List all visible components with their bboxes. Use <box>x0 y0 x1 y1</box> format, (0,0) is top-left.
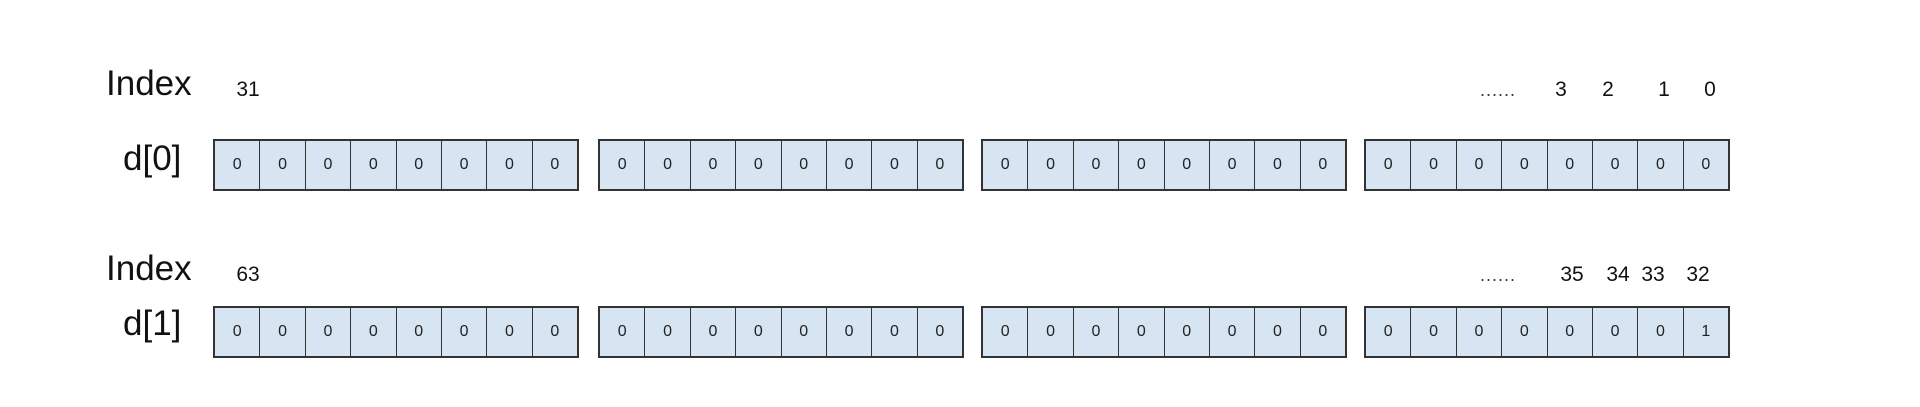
bit-cell: 0 <box>1028 308 1074 356</box>
bit-cell: 0 <box>1165 141 1210 189</box>
index-number-low: 0 <box>1704 78 1716 101</box>
bit-cell: 0 <box>215 308 261 356</box>
bit-cell: 0 <box>935 323 945 340</box>
index-label: Index <box>106 64 192 103</box>
bit-cell: 0 <box>935 156 945 173</box>
bit-cell: 0 <box>1502 308 1548 356</box>
bit-cell: 0 <box>1210 308 1256 356</box>
bit-cell: 0 <box>1701 156 1711 173</box>
index-number-low: 34 <box>1606 263 1630 286</box>
bit-cell: 0 <box>1411 141 1457 189</box>
bit-cell: 0 <box>1411 308 1457 356</box>
bit-cell: 0 <box>872 141 918 189</box>
bit-cell: 0 <box>306 308 352 356</box>
bit-cell: 0 <box>550 323 560 340</box>
bit-cell: 0 <box>550 156 560 173</box>
bit-cell: 0 <box>442 141 488 189</box>
bit-cell: 0 <box>1255 308 1301 356</box>
index-number-high: 63 <box>236 263 260 286</box>
bit-cell: 0 <box>1366 141 1412 189</box>
bit-cell: 0 <box>1210 141 1256 189</box>
bit-cell: 0 <box>872 308 918 356</box>
register-label: d[0] <box>123 139 182 178</box>
bit-cell: 0 <box>983 141 1029 189</box>
bit-cell: 0 <box>736 308 782 356</box>
bit-cell: 1 <box>1701 323 1711 340</box>
bit-cell: 0 <box>487 308 533 356</box>
bit-cell: 0 <box>351 308 397 356</box>
bit-cell: 0 <box>1593 141 1639 189</box>
bit-cell: 0 <box>1548 308 1593 356</box>
bit-cell: 0 <box>1074 308 1120 356</box>
bit-cell: 0 <box>1119 308 1165 356</box>
bit-cell: 0 <box>645 141 691 189</box>
bit-cell: 0 <box>260 308 306 356</box>
bit-cell: 0 <box>1366 308 1412 356</box>
index-number-low: 35 <box>1560 263 1584 286</box>
bit-cell: 0 <box>983 308 1029 356</box>
bit-cell: 0 <box>397 308 442 356</box>
bit-cell: 0 <box>782 308 827 356</box>
bit-cell: 0 <box>1318 323 1328 340</box>
bit-cell: 0 <box>397 141 442 189</box>
bit-cell: 0 <box>1638 308 1684 356</box>
bit-cell: 0 <box>645 308 691 356</box>
index-number-low: 3 <box>1555 78 1567 101</box>
bit-cell: 0 <box>1074 141 1120 189</box>
bit-cell: 0 <box>600 141 646 189</box>
bit-cell: 0 <box>1548 141 1593 189</box>
bit-cell: 0 <box>306 141 352 189</box>
bit-cell: 0 <box>1457 308 1503 356</box>
bit-cell: 0 <box>442 308 488 356</box>
bit-cell: 0 <box>487 141 533 189</box>
bit-cell: 0 <box>1502 141 1548 189</box>
index-ellipsis: ...... <box>1480 80 1517 100</box>
index-number-low: 33 <box>1641 263 1665 286</box>
bit-cell: 0 <box>1638 141 1684 189</box>
bit-cell: 0 <box>351 141 397 189</box>
bit-cell: 0 <box>260 141 306 189</box>
bit-cell: 0 <box>691 308 737 356</box>
bit-cell: 0 <box>600 308 646 356</box>
index-number-high: 31 <box>236 78 260 101</box>
bit-cell: 0 <box>827 308 873 356</box>
bit-cell: 0 <box>1255 141 1301 189</box>
bit-cell: 0 <box>215 141 261 189</box>
bit-cell: 0 <box>782 141 827 189</box>
bit-cell: 0 <box>1165 308 1210 356</box>
index-ellipsis: ...... <box>1480 265 1517 285</box>
bit-cell: 0 <box>1028 141 1074 189</box>
bit-cell: 0 <box>1593 308 1639 356</box>
bit-cell: 0 <box>691 141 737 189</box>
bit-cell: 0 <box>1119 141 1165 189</box>
index-number-low: 32 <box>1686 263 1710 286</box>
bit-cell: 0 <box>1457 141 1503 189</box>
bit-cell: 0 <box>736 141 782 189</box>
index-label: Index <box>106 249 192 288</box>
index-number-low: 1 <box>1658 78 1670 101</box>
bit-cell: 0 <box>1318 156 1328 173</box>
bit-cell: 0 <box>827 141 873 189</box>
index-number-low: 2 <box>1602 78 1614 101</box>
register-label: d[1] <box>123 304 182 343</box>
